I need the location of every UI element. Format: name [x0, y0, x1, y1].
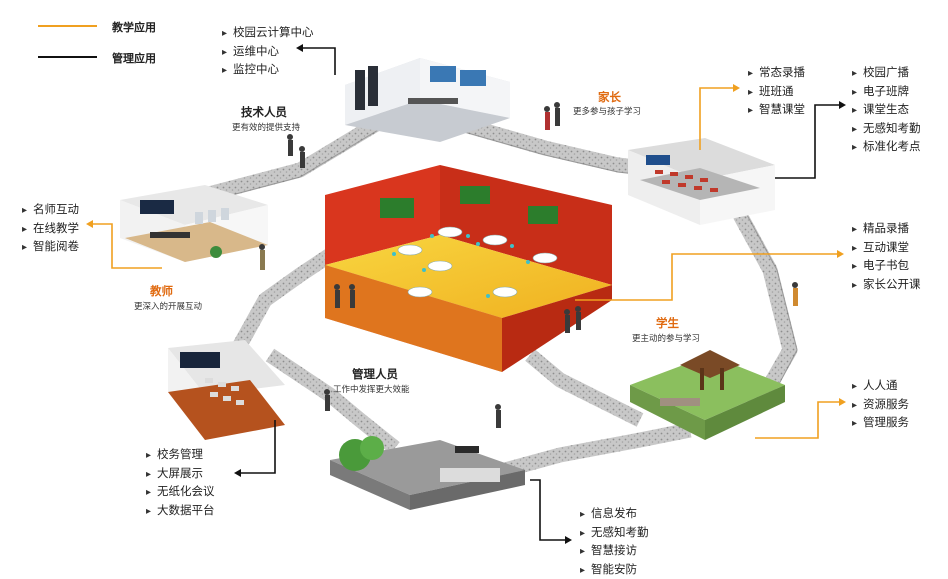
list-item: 电子书包 [852, 257, 921, 276]
list-item: 在线教学 [22, 220, 79, 239]
arrow-head-icon [839, 398, 846, 406]
list-item: 无感知考勤 [852, 120, 921, 139]
arrow-head-icon [839, 101, 846, 109]
connector-recording [699, 87, 736, 150]
legend-management-label: 管理应用 [112, 52, 156, 65]
list-item: 互动课堂 [852, 239, 921, 258]
list-item: 校务管理 [146, 446, 215, 465]
list-item: 校园广播 [852, 64, 921, 83]
legend-management: 管理应用 [112, 50, 156, 66]
arrow-head-icon [837, 250, 844, 258]
list-admin-apps: 校务管理 大屏展示 无纸化会议 大数据平台 [146, 446, 215, 520]
list-item: 课堂生态 [852, 101, 921, 120]
list-item: 大数据平台 [146, 502, 215, 521]
list-item: 班班通 [748, 83, 805, 102]
role-tech-desc: 更有效的提供支持 [232, 123, 301, 133]
datacenter-scene [345, 58, 510, 142]
arrow-head-icon [86, 220, 93, 228]
list-item: 大屏展示 [146, 465, 215, 484]
people-figures [259, 102, 798, 428]
list-item: 智慧接访 [580, 542, 649, 561]
role-student-title: 学生 [656, 316, 679, 330]
list-item: 监控中心 [222, 61, 314, 80]
role-parent-title: 家长 [598, 90, 621, 104]
list-datacenter: 校园云计算中心 运维中心 监控中心 [222, 24, 314, 80]
list-item: 资源服务 [852, 396, 909, 415]
list-item: 标准化考点 [852, 138, 921, 157]
list-item: 智能阅卷 [22, 238, 79, 257]
list-gate-apps: 信息发布 无感知考勤 智慧接访 智能安防 [580, 505, 649, 579]
arrow-head-icon [733, 84, 740, 92]
role-teacher-desc: 更深入的开展互动 [134, 302, 203, 312]
list-item: 信息发布 [580, 505, 649, 524]
role-admin-desc: 工作中发挥更大效能 [333, 385, 410, 395]
school-gate-scene [330, 436, 525, 510]
role-admin-title: 管理人员 [352, 367, 398, 381]
list-teacher-apps: 名师互动 在线教学 智能阅卷 [22, 201, 79, 257]
list-campus-services: 人人通 资源服务 管理服务 [852, 377, 909, 433]
list-recording: 常态录播 班班通 智慧课堂 [748, 64, 805, 120]
list-item: 智慧课堂 [748, 101, 805, 120]
list-item: 智能安防 [580, 561, 649, 579]
role-parent-desc: 更多参与孩子学习 [573, 107, 642, 117]
control-room-scene [168, 340, 285, 440]
legend-teaching-label: 教学应用 [112, 21, 156, 34]
list-item: 无纸化会议 [146, 483, 215, 502]
arrow-head-icon [234, 469, 241, 477]
recording-classroom-scene [628, 138, 775, 225]
arrow-head-icon [565, 536, 572, 544]
list-item: 校园云计算中心 [222, 24, 314, 43]
list-classroom-mgmt: 校园广播 电子班牌 课堂生态 无感知考勤 标准化考点 [852, 64, 921, 157]
list-item: 精品录播 [852, 220, 921, 239]
list-item: 常态录播 [748, 64, 805, 83]
role-student-desc: 更主动的参与学习 [632, 334, 701, 344]
connector-campus [755, 401, 842, 439]
connector-admin [238, 420, 276, 474]
list-item: 无感知考勤 [580, 524, 649, 543]
pavilion-scene [630, 350, 785, 440]
connector-teacher [90, 223, 162, 269]
role-teacher-title: 教师 [150, 284, 173, 298]
legend-teaching: 教学应用 [112, 19, 156, 35]
connector-classroom-mgmt [775, 104, 842, 179]
connector-gate [530, 479, 568, 541]
list-item: 管理服务 [852, 414, 909, 433]
list-item: 名师互动 [22, 201, 79, 220]
list-item: 家长公开课 [852, 276, 921, 295]
list-item: 运维中心 [222, 43, 314, 62]
list-student-apps: 精品录播 互动课堂 电子书包 家长公开课 [852, 220, 921, 294]
teacher-office-scene [120, 185, 268, 262]
central-classroom-scene [325, 165, 612, 372]
list-item: 电子班牌 [852, 83, 921, 102]
connector-student [575, 253, 840, 301]
role-tech-title: 技术人员 [241, 105, 287, 119]
list-item: 人人通 [852, 377, 909, 396]
